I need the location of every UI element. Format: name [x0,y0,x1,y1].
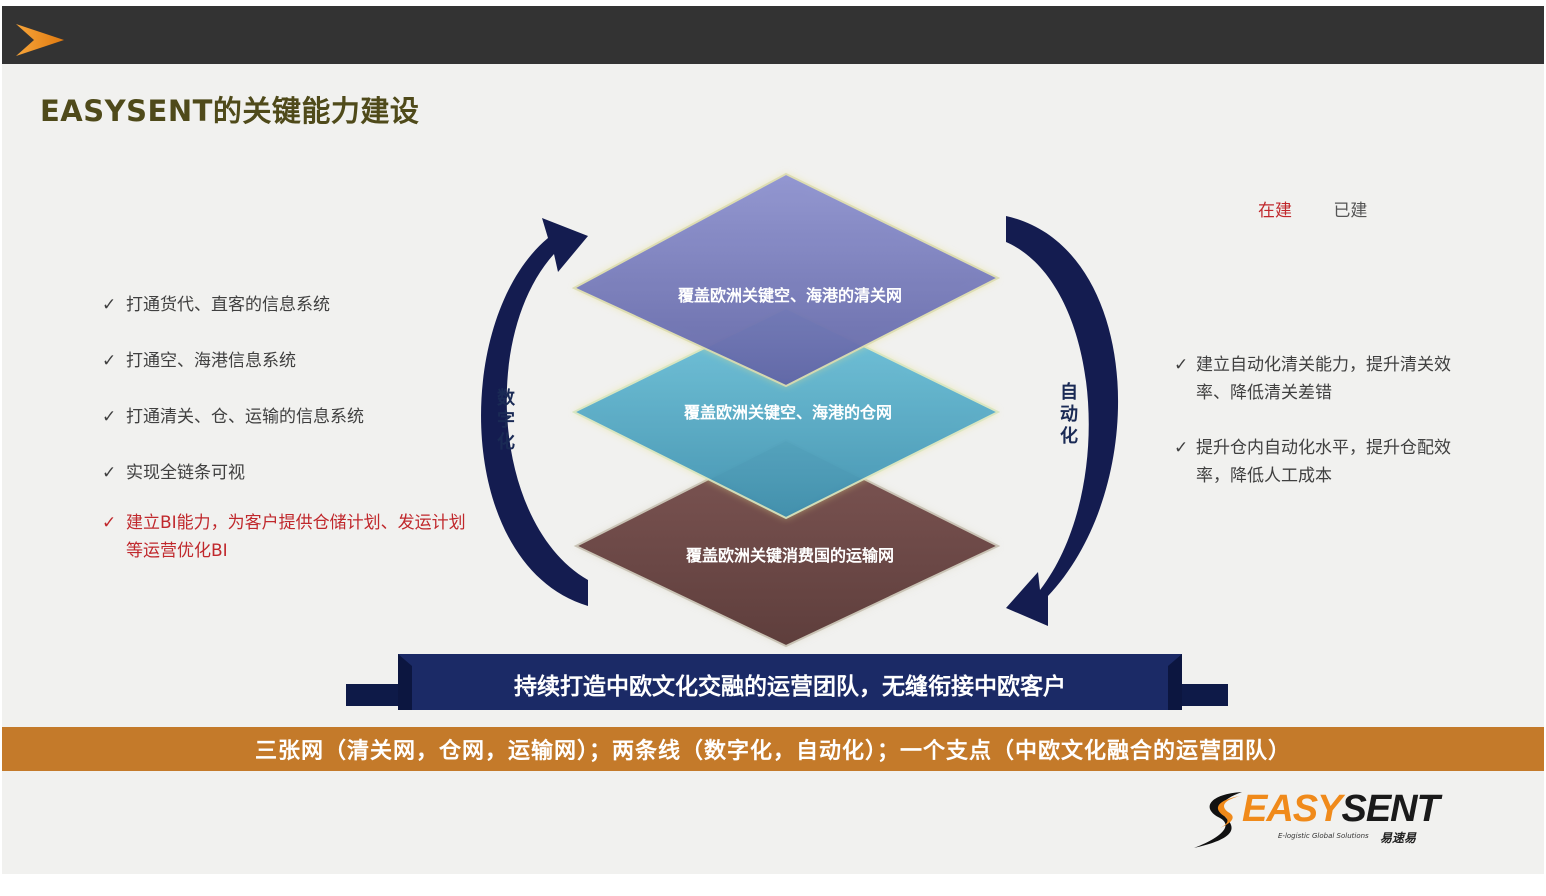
list-item: ✓ 实现全链条可视 [102,459,482,487]
top-bar [2,6,1544,64]
check-icon: ✓ [102,463,117,483]
check-icon: ✓ [102,513,117,533]
list-item-text: 建立BI能力，为客户提供仓储计划、发运计划等运营优化BI [126,513,466,561]
list-item-text: 打通清关、仓、运输的信息系统 [126,407,364,427]
customs-network-layer [571,172,1001,388]
legend-built: 已建 [1333,201,1368,221]
check-icon: ✓ [102,407,117,427]
list-item-text: 实现全链条可视 [126,463,245,483]
automation-list: ✓ 建立自动化清关能力，提升清关效率、降低清关差错 ✓ 提升仓内自动化水平，提升… [1174,351,1474,517]
logo-wordmark: EASYSENT [1242,788,1440,830]
digitalization-label: 数字化 [497,388,515,453]
logo-tagline: E-logistic Global Solutions [1278,832,1369,840]
easysent-logo: EASYSENT E-logistic Global Solutions 易速易 [1190,786,1440,856]
logo-chinese-name: 易速易 [1380,831,1417,845]
list-item-text: 打通空、海港信息系统 [126,351,296,371]
right-cycle-arrow [1006,216,1119,626]
page-title: EASYSENT的关键能力建设 [40,94,420,128]
summary-bar: 三张网（清关网，仓网，运输网）；两条线（数字化，自动化）；一个支点（中欧文化融合… [2,727,1544,771]
swoosh-s-icon [1194,792,1242,848]
list-item: ✓ 建立自动化清关能力，提升清关效率、降低清关差错 [1174,351,1474,407]
check-icon: ✓ [1174,355,1189,375]
slide: EASYSENT的关键能力建设 在建 已建 ✓ 打通货代、直客的信息系统 ✓ 打… [2,6,1544,874]
status-legend: 在建 已建 [1258,196,1403,221]
list-item-in-progress: ✓ 建立BI能力，为客户提供仓储计划、发运计划等运营优化BI [102,509,482,565]
banner-text: 持续打造中欧文化交融的运营团队，无缝衔接中欧客户 [514,674,1066,700]
list-item-text: 打通货代、直客的信息系统 [126,295,330,315]
list-item: ✓ 提升仓内自动化水平，提升仓配效率，降低人工成本 [1174,434,1474,490]
check-icon: ✓ [1174,438,1189,458]
layer-label-transport: 覆盖欧洲关键消费国的运输网 [685,546,894,565]
layer-label-customs: 覆盖欧洲关键空、海港的清关网 [677,286,902,305]
list-item: ✓ 打通货代、直客的信息系统 [102,291,482,319]
chevron-right-icon [16,24,64,56]
check-icon: ✓ [102,351,117,371]
legend-in-progress: 在建 [1258,201,1292,221]
list-item-text: 提升仓内自动化水平，提升仓配效率，降低人工成本 [1196,438,1451,486]
capability-diagram: 覆盖欧洲关键空、海港的清关网 覆盖欧洲关键空、海港的仓网 覆盖欧洲关键消费国的运… [346,172,1228,710]
operations-team-banner [346,654,1228,710]
list-item: ✓ 打通空、海港信息系统 [102,347,482,375]
automation-label: 自动化 [1060,382,1078,447]
digitalization-list: ✓ 打通货代、直客的信息系统 ✓ 打通空、海港信息系统 ✓ 打通清关、仓、运输的… [102,291,482,593]
check-icon: ✓ [102,295,117,315]
layer-label-warehouse: 覆盖欧洲关键空、海港的仓网 [683,403,892,422]
list-item: ✓ 打通清关、仓、运输的信息系统 [102,403,482,431]
left-cycle-arrow [481,218,588,606]
list-item-text: 建立自动化清关能力，提升清关效率、降低清关差错 [1196,355,1451,403]
